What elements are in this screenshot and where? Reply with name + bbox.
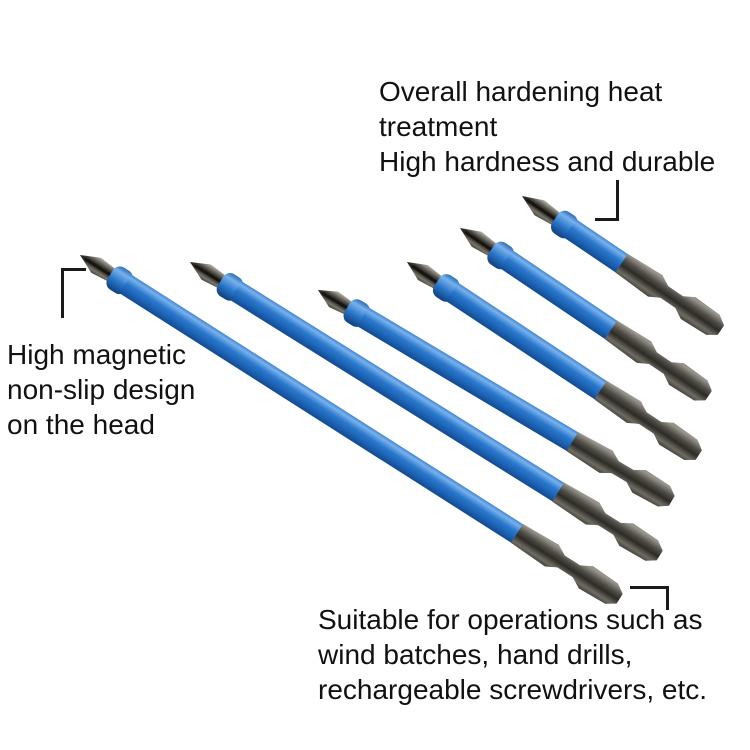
phillips-cross-slot [464, 231, 494, 252]
phillips-cross-slot [410, 264, 438, 284]
applications-leader-line [666, 586, 669, 610]
annotation-applications-line-2: wind batches, hand drills, [318, 639, 633, 670]
annotation-magnetic-head: High magnetic non-slip design on the hea… [7, 337, 195, 442]
phillips-cross-slot [526, 199, 557, 221]
annotation-heat-treatment: Overall hardening heat treatment High ha… [379, 74, 715, 179]
annotation-applications: Suitable for operations such as wind bat… [318, 602, 707, 707]
heat-treatment-leader-line [595, 218, 619, 221]
annotation-applications-line-1: Suitable for operations such as [318, 604, 703, 635]
applications-leader-line [630, 586, 669, 589]
annotation-magnetic-head-line-3: on the head [7, 409, 155, 440]
annotation-heat-treatment-line-3: High hardness and durable [379, 146, 716, 177]
annotation-applications-line-3: rechargeable screwdrivers, etc. [318, 674, 708, 705]
phillips-cross-slot [84, 257, 113, 277]
heat-treatment-leader-line [616, 180, 619, 221]
phillips-cross-slot [194, 264, 223, 284]
magnetic-head-leader-line [61, 268, 86, 271]
annotation-magnetic-head-line-1: High magnetic [7, 339, 186, 370]
magnetic-head-leader-line [61, 268, 64, 318]
screwdriver-bit-2 [183, 250, 668, 567]
annotation-heat-treatment-line-1: Overall hardening heat [379, 76, 663, 107]
annotation-magnetic-head-line-2: non-slip design [7, 374, 196, 405]
annotation-heat-treatment-line-2: treatment [379, 111, 498, 142]
phillips-cross-slot [321, 292, 349, 310]
screwdriver-bit-6 [514, 184, 729, 341]
